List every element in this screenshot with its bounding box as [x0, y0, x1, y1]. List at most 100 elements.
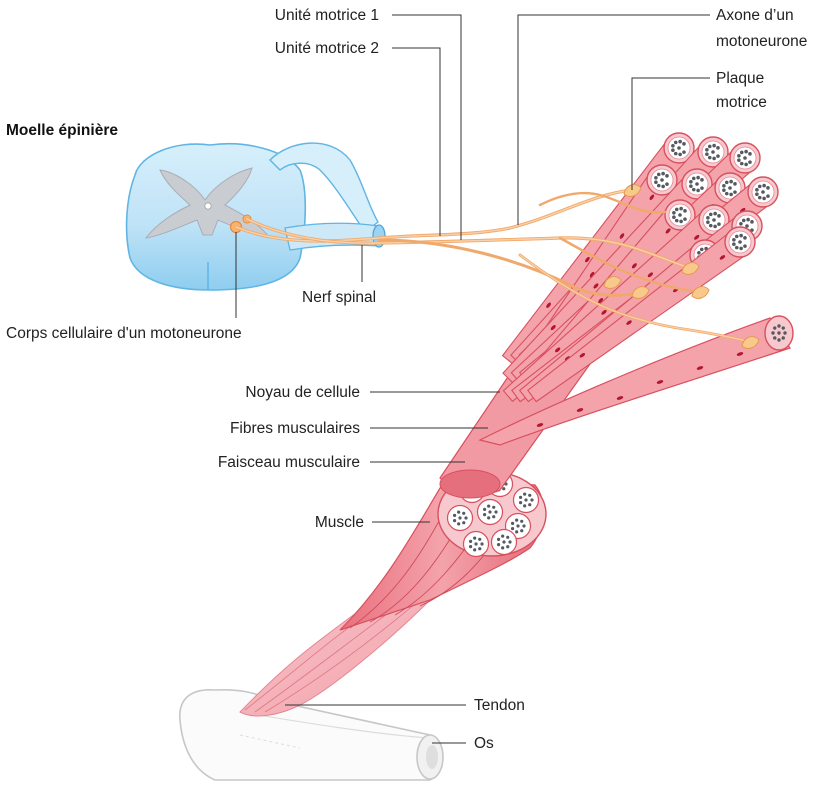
myofibril-dot: [492, 515, 496, 519]
myofibril-dot: [679, 206, 683, 211]
myofibril-dot: [716, 154, 720, 158]
myofibril-dot: [705, 147, 709, 152]
single-muscle-fiber: [478, 315, 794, 446]
myofibril-dot: [518, 501, 523, 505]
motor-end-plate: [681, 262, 700, 275]
myofibril-dot: [724, 180, 729, 185]
myofibril-dot: [457, 522, 461, 526]
fascicle-end: [490, 528, 518, 556]
myofibril-dot: [696, 188, 700, 193]
fascicle-end: [462, 530, 490, 558]
myofibril-dot: [733, 190, 737, 194]
myofibril-dot: [743, 244, 747, 248]
myofibril-dot: [717, 222, 721, 226]
motor-end-plate: [623, 184, 642, 197]
myofibril-dot: [515, 518, 519, 522]
myofibril-dot: [496, 537, 501, 541]
motor-end-plate: [631, 286, 650, 299]
myofibril-dot: [464, 516, 468, 520]
myofibril-dot: [781, 336, 785, 340]
myofibril-dot: [516, 524, 520, 528]
myofibril-dot: [777, 338, 781, 342]
label-muscle: Muscle: [315, 514, 364, 531]
myofibril-dot: [468, 545, 473, 549]
myofibril-dot: [766, 194, 770, 198]
myofibril-dot: [502, 540, 506, 544]
myofibril-dot: [510, 521, 515, 525]
spinal-cord: [125, 142, 386, 291]
myofibril-dot: [474, 542, 478, 546]
myofibril-dot: [506, 545, 510, 549]
label-plate-line-2: motrice: [716, 94, 767, 111]
myofibril-dot: [706, 215, 710, 220]
myofibril-dot: [672, 210, 676, 215]
myofibril-dot: [717, 214, 721, 218]
cell-nucleus: [647, 272, 654, 278]
myofibril-dot: [482, 507, 487, 511]
myofibril-dot: [524, 498, 528, 502]
myofibril-dot: [755, 187, 759, 192]
myofibril-dot: [691, 187, 696, 192]
myofibril-dot: [462, 511, 466, 515]
cell-nucleus: [585, 256, 590, 263]
muscle-fibers: [501, 132, 779, 403]
myofibril-dot: [515, 530, 519, 534]
myofibril-dot: [699, 247, 704, 252]
myofibril-dot: [734, 234, 739, 239]
myofibril-dot: [654, 175, 658, 180]
myofibril-dot: [458, 516, 462, 520]
myofibril-dot: [713, 224, 717, 229]
cell-nucleus: [619, 233, 625, 239]
myofibril-dot: [745, 224, 749, 228]
label-spinal-nerve: Nerf spinal: [302, 289, 376, 306]
cell-nucleus: [656, 380, 664, 384]
myofibril-dot: [520, 529, 524, 533]
myofibril-dot: [712, 143, 716, 148]
myofibril-dot: [457, 510, 461, 514]
myofibril-dot: [762, 196, 766, 201]
myofibril-dot: [743, 236, 747, 240]
myofibril-dot: [672, 215, 676, 220]
myofibril-dot: [748, 160, 752, 164]
myofibril-dot: [528, 503, 532, 507]
myofibril-dot: [744, 149, 748, 154]
myofibril-dot: [700, 186, 704, 190]
myofibril-dot: [673, 140, 678, 145]
myofibril-dot: [473, 536, 477, 540]
myofibril-dot: [729, 192, 733, 197]
myofibril-dot: [510, 527, 515, 531]
myofibril-dot: [665, 174, 669, 178]
myofibril-dot: [729, 179, 733, 184]
myofibril-dot: [473, 548, 477, 552]
label-cell-nucleus: Noyau de cellule: [245, 384, 360, 401]
cell-nucleus: [719, 255, 726, 260]
myofibril-dot: [695, 182, 699, 186]
myofibril-dot: [713, 211, 717, 216]
myofibril-dot: [711, 150, 715, 154]
myofibril-dot: [728, 186, 732, 190]
myofibril-dot: [757, 195, 762, 200]
cell-nucleus: [546, 302, 551, 308]
myofibril-dot: [482, 513, 487, 517]
fascicle-end: [446, 504, 474, 532]
myofibril-dot: [678, 152, 682, 157]
myofibril-dot: [732, 242, 736, 247]
cell-nucleus: [631, 263, 637, 269]
myofibril-dot: [738, 240, 742, 244]
myofibril-dot: [660, 178, 664, 182]
label-plate-line-1: Plaque: [716, 70, 764, 87]
fascicle-end: [476, 498, 504, 526]
myofibril-dot: [691, 176, 696, 181]
myofibril-dot: [501, 546, 505, 550]
myofibril-dot: [682, 150, 686, 154]
myofibril-dot: [654, 180, 658, 185]
cell-nucleus: [694, 234, 700, 240]
myofibril-dot: [739, 150, 744, 155]
myofibril-dot: [501, 534, 505, 538]
cell-nucleus: [576, 408, 584, 412]
label-axon-line-1: Axone d’un: [716, 7, 794, 24]
cell-nucleus: [616, 396, 624, 400]
myofibril-dot: [679, 219, 683, 224]
myofibril-dot: [452, 513, 457, 517]
